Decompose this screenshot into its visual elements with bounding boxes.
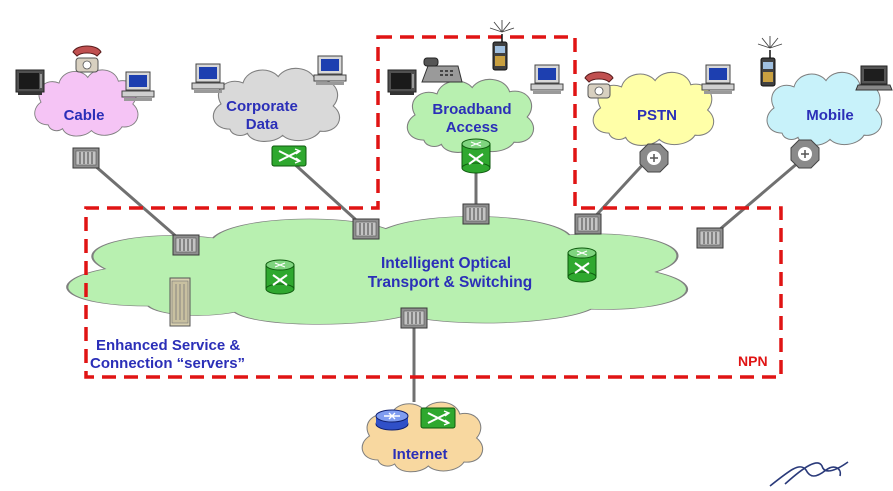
label-mobile: Mobile [806, 107, 854, 124]
router-icon [639, 143, 669, 173]
tv-icon [15, 69, 45, 96]
adm-core-corporate [352, 218, 380, 240]
label-broadband-line1: Broadband [432, 101, 511, 118]
label-broadband-line2: Access [446, 119, 499, 136]
tv-icon [387, 69, 417, 96]
adm-core-mobile [696, 227, 724, 249]
label-enhanced-line1: Enhanced Service & [96, 337, 240, 354]
switch-icon [271, 145, 307, 167]
computer-icon [530, 64, 564, 95]
link-pstn-core [588, 158, 649, 224]
computer-icon [701, 64, 735, 95]
adm-core-broadband [462, 203, 490, 225]
adm-core-left [172, 234, 200, 256]
label-core-line2: Transport & Switching [368, 274, 532, 291]
label-npn: NPN [738, 353, 768, 369]
switch-icon [265, 259, 295, 295]
telephone-icon [72, 45, 102, 73]
computer-icon [191, 63, 225, 94]
label-pstn: PSTN [637, 107, 677, 124]
adm-core-internet [400, 307, 428, 329]
label-enhanced-line2: Connection “servers” [90, 355, 245, 372]
link-corporate-core [288, 158, 368, 231]
adm-core-pstn [574, 213, 602, 235]
label-corporate-line2: Data [246, 116, 279, 133]
router-icon [375, 409, 409, 431]
computer-icon [313, 55, 347, 86]
cell-phone-icon [489, 19, 515, 71]
switch-icon [461, 138, 491, 174]
adm-cable [72, 147, 100, 169]
pbx-phone-icon [421, 57, 463, 83]
label-core-line1: Intelligent Optical [381, 255, 511, 272]
laptop-icon [855, 65, 893, 91]
npn-boundary [84, 35, 783, 379]
telephone-icon [584, 71, 614, 99]
label-internet: Internet [392, 446, 447, 463]
link-mobile-core [711, 154, 807, 238]
computer-icon [121, 71, 155, 102]
label-cable: Cable [64, 107, 105, 124]
cell-phone-icon [757, 35, 783, 87]
switch-icon [567, 247, 597, 283]
label-corporate-line1: Corporate [226, 98, 298, 115]
logo-signature [769, 461, 849, 487]
switch-icon [420, 407, 456, 429]
cable-cloud [34, 69, 139, 137]
router-icon [790, 139, 820, 169]
link-cable-core [85, 156, 187, 247]
server-rack-icon [169, 277, 191, 327]
